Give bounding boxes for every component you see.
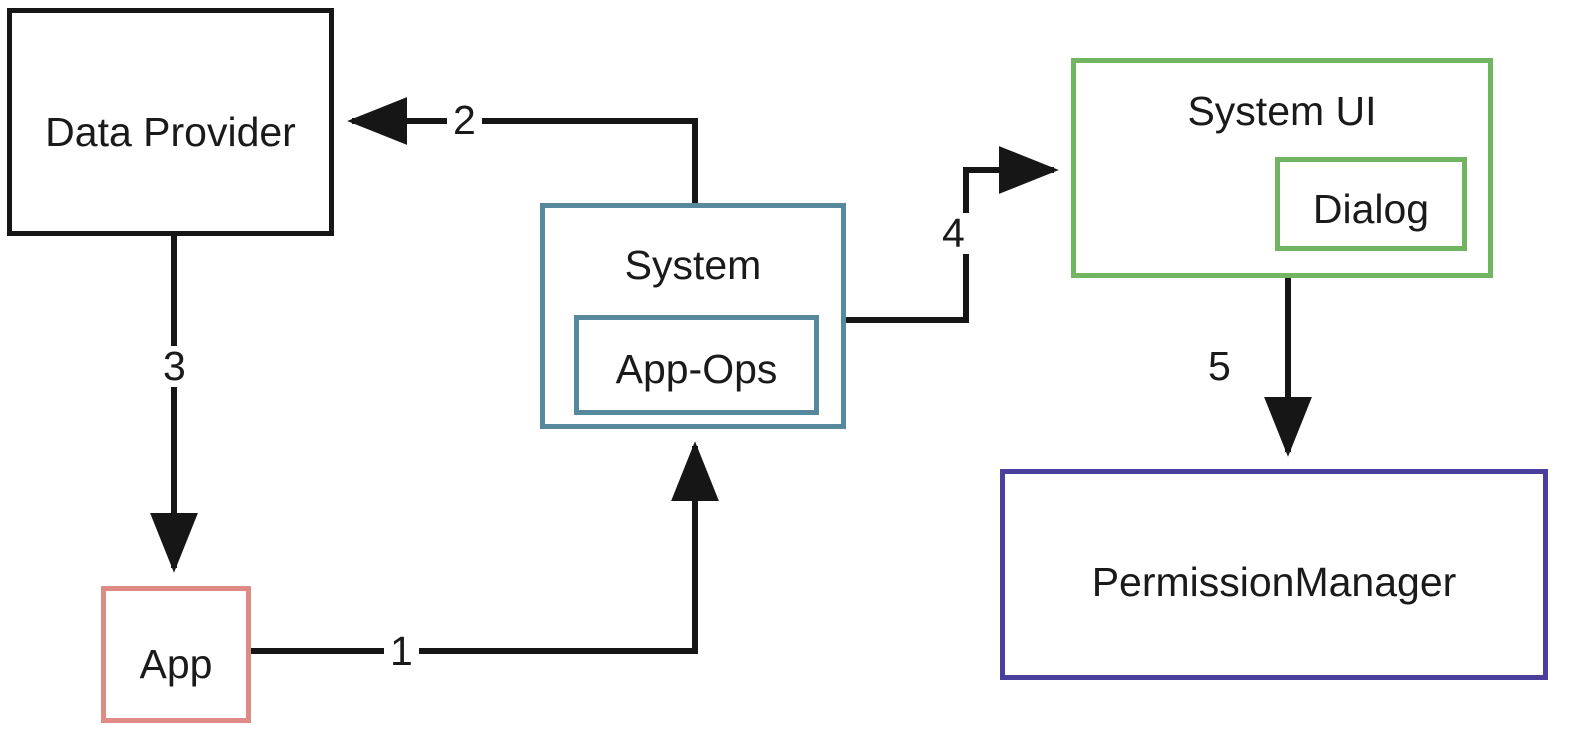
node-permission-manager-label: PermissionManager	[1091, 559, 1457, 605]
node-system-ui-label: System UI	[1187, 88, 1377, 134]
node-permission-manager[interactable]: PermissionManager	[1000, 469, 1548, 680]
edge-label-2: 2	[447, 100, 482, 141]
node-data-provider[interactable]: Data Provider	[7, 8, 334, 236]
node-app[interactable]: App	[101, 586, 251, 723]
node-system-ui[interactable]: System UI Dialog	[1071, 58, 1493, 278]
node-dialog[interactable]: Dialog	[1275, 157, 1467, 251]
edge-1-connector	[251, 441, 719, 654]
edge-label-3: 3	[157, 346, 192, 387]
node-app-label: App	[139, 641, 213, 687]
node-data-provider-label: Data Provider	[45, 109, 296, 155]
edge-label-5: 5	[1202, 346, 1237, 387]
edge-2-connector	[347, 97, 698, 203]
node-app-ops-label: App-Ops	[615, 346, 778, 392]
edge-label-4: 4	[936, 213, 971, 254]
node-system[interactable]: System App-Ops	[540, 203, 846, 429]
node-system-label: System	[624, 242, 762, 288]
node-app-ops[interactable]: App-Ops	[574, 315, 819, 415]
node-dialog-label: Dialog	[1312, 186, 1430, 232]
edge-label-1: 1	[384, 631, 419, 672]
